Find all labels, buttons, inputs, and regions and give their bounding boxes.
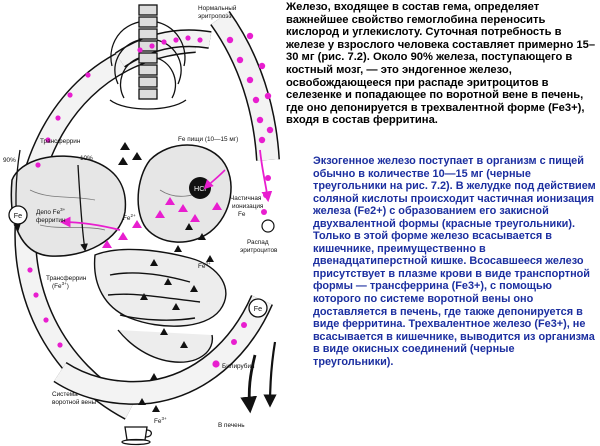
label-normal-erythropoiesis-2: эритропоэз (198, 13, 232, 20)
label-erythrocyte-breakdown-1: Распад (247, 239, 269, 246)
label-10-percent: 10% (80, 155, 93, 162)
label-food-iron: Fe пищи (10—15 мг) (178, 136, 238, 143)
breakdown-circle (261, 219, 275, 233)
spine-ribcage (109, 4, 187, 110)
label-transferrin-bottom-1: Трансферрин (46, 275, 87, 282)
label-partial-ionization-2: ионизация (232, 203, 264, 210)
label-bilirubin: Билирубин (222, 362, 255, 370)
transport-dots-top (137, 32, 274, 144)
portal-vein-tube (53, 294, 273, 405)
intestines (93, 248, 227, 363)
hcl-label: HCl (194, 184, 206, 193)
label-partial-ionization-3: Fe (238, 211, 246, 218)
label-transferrin-bottom-2: (Fe3+) (52, 281, 69, 290)
label-transferrin-top: Трансферрин (40, 138, 81, 145)
label-normal-erythropoiesis-1: Нормальный (198, 4, 237, 12)
label-fe3-intestine: Fe3+ (198, 261, 211, 270)
fe-circle-depot: Fe (8, 205, 28, 225)
food-iron-triangles (118, 142, 214, 412)
exogenous-iron-paragraph: Экзогенное железо поступает в организм с… (313, 155, 596, 368)
cup-icon (121, 426, 153, 446)
label-portal-vein-2: воротной вены (52, 398, 97, 406)
right-vessel-tube (210, 11, 280, 161)
label-partial-ionization-1: Частичная (230, 195, 262, 202)
label-portal-vein-1: Система (52, 391, 78, 398)
stomach (137, 144, 232, 243)
label-depot-ferritin-2: ферритин (36, 217, 66, 224)
label-erythrocyte-breakdown-2: эритроцитов (240, 247, 278, 254)
hcl-circle: HCl (189, 177, 211, 199)
fe-vessel-label: Fe (254, 304, 262, 313)
intro-paragraph: Железо, входящее в состав гема, определя… (286, 1, 596, 127)
fe-circle-vessel: Fe (248, 298, 268, 318)
label-fe2-stomach: Fe2+ (123, 213, 136, 222)
label-90-percent: 90% (3, 157, 16, 164)
fe-depot-label: Fe (14, 211, 22, 220)
label-fe3-bottom: Fe3+ (154, 416, 167, 425)
label-to-liver: В печень (218, 422, 245, 429)
label-depot-ferritin-1: Депо Fe3+ (36, 207, 66, 216)
liver (10, 155, 127, 257)
transport-dots-left (27, 72, 91, 348)
ferrous-iron-triangles (102, 197, 222, 248)
